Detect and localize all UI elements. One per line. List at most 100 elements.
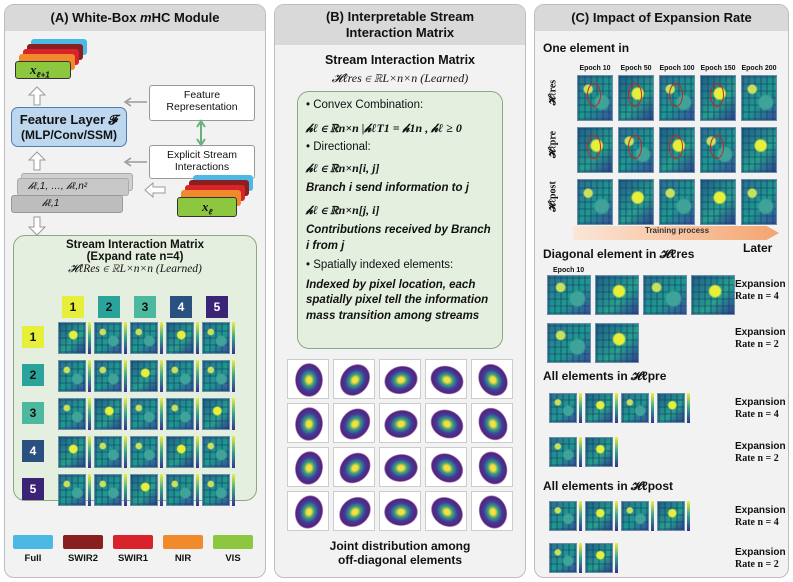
post-thumb — [657, 501, 685, 531]
colorbar — [615, 437, 618, 467]
joint-plot — [333, 357, 377, 403]
colorbar — [232, 322, 235, 354]
matrix-subtitle: (Expand rate n=4) — [86, 251, 184, 263]
evolution-thumb — [659, 179, 695, 225]
colorbar — [160, 474, 163, 506]
panel-a: (A) White-Box mHC Module xℓ+1 Feature La… — [4, 4, 266, 578]
density-blob — [425, 447, 469, 489]
bullet-spatial: • Spatially indexed elements: — [306, 259, 454, 272]
row-header: 3 — [22, 402, 44, 424]
matrix-cell — [166, 322, 194, 354]
training-arrow — [573, 226, 779, 240]
matrix-cell — [94, 474, 122, 506]
expansion-label: Expansion — [735, 547, 786, 558]
colorbar — [615, 501, 618, 531]
rate-label: Rate n = 4 — [735, 409, 779, 420]
colorbar — [124, 398, 127, 430]
h-stack: 𝒽ℓ,1, …, 𝒽ℓ,n² 𝒽ℓ,1 — [11, 173, 136, 221]
matrix-cell — [130, 322, 158, 354]
b-caption: Joint distribution among off-diagonal el… — [329, 539, 471, 567]
colorbar — [232, 398, 235, 430]
map-thumb — [547, 323, 591, 363]
joint-plot — [471, 402, 514, 446]
matrix-cell — [130, 436, 158, 468]
density-blob — [333, 446, 377, 490]
density-blob — [333, 357, 377, 403]
formula-convex: 𝒽ℓ ∈ ℝn×n |𝒽ℓT1 = 𝒽1n , 𝒽ℓ ≥ 0 — [306, 120, 462, 135]
epoch-label: Epoch 100 — [659, 65, 695, 72]
up-arrow-icon-2 — [27, 151, 47, 171]
colorbar — [687, 393, 690, 423]
pre-thumb — [657, 393, 685, 423]
map-thumb — [643, 275, 687, 315]
down-arrow-icon — [27, 216, 47, 236]
matrix-cell — [166, 398, 194, 430]
joint-plot — [379, 359, 422, 399]
epoch-label: Epoch 10 — [579, 65, 611, 72]
rate-label: Rate n = 4 — [735, 517, 779, 528]
later-label: Later — [743, 241, 773, 255]
matrix-cell — [58, 322, 86, 354]
joint-plot — [425, 359, 468, 400]
colorbar — [160, 360, 163, 392]
all-post-title: All elements in 𝓗ℓpost — [543, 479, 674, 493]
expansion-label: Expansion — [735, 327, 786, 338]
rate-label: Rate n = 2 — [735, 339, 779, 350]
epoch-label: Epoch 200 — [741, 65, 777, 72]
matrix-cell — [58, 474, 86, 506]
matrix-cell — [202, 474, 230, 506]
feature-layer-box: Feature Layer 𝓕 (MLP/Conv/SSM) — [11, 107, 127, 147]
colorbar — [196, 322, 199, 354]
density-blob — [293, 405, 325, 443]
colorbar — [124, 322, 127, 354]
row-header: 5 — [22, 478, 44, 500]
colorbar — [579, 393, 582, 423]
density-blob — [472, 402, 514, 446]
band-stack-bottom: xℓ — [173, 175, 259, 225]
colorbar — [124, 474, 127, 506]
highlight-oval — [710, 83, 724, 107]
b-matrix-title: Stream Interaction Matrix — [324, 53, 476, 67]
legend-swatch — [213, 535, 253, 549]
colorbar — [196, 436, 199, 468]
colorbar — [651, 393, 654, 423]
evolution-thumb — [741, 127, 777, 173]
colorbar — [160, 398, 163, 430]
b-matrix-formula: 𝓗ℓres ∈ ℝL×n×n (Learned) — [331, 71, 469, 85]
evolution-thumb — [577, 179, 613, 225]
map-thumb — [547, 275, 591, 315]
matrix-cell — [202, 398, 230, 430]
joint-plot — [379, 403, 421, 443]
epoch-label: Epoch 50 — [620, 65, 652, 72]
highlight-oval — [669, 83, 683, 107]
density-blob — [292, 448, 326, 488]
joint-plot — [332, 490, 378, 534]
matrix-cell — [94, 360, 122, 392]
stream-matrix-box: Stream Interaction Matrix (Expand rate n… — [13, 235, 257, 506]
training-process-label: Training process — [645, 226, 710, 235]
col-header: 5 — [206, 296, 228, 318]
density-blob — [426, 360, 468, 400]
highlight-oval — [587, 83, 601, 107]
legend-swatch — [113, 535, 153, 549]
density-blob — [472, 358, 514, 402]
expansion-label: Expansion — [735, 397, 786, 408]
expansion-label: Expansion — [735, 505, 786, 516]
col-header: 4 — [170, 296, 192, 318]
matrix-cell — [58, 436, 86, 468]
rate-label: Rate n = 4 — [735, 291, 779, 302]
col-header: 1 — [62, 296, 84, 318]
text-indexed: Indexed by pixel location, each spatiall… — [306, 278, 489, 322]
pre-thumb — [549, 393, 577, 423]
density-blob — [380, 361, 422, 399]
joint-plot — [471, 358, 514, 402]
up-arrow-icon — [27, 86, 47, 106]
left-arrow-icon — [144, 181, 166, 199]
bullet-directional: • Directional: — [306, 140, 371, 153]
pre-thumb — [621, 393, 649, 423]
colorbar — [579, 437, 582, 467]
colorbar — [232, 436, 235, 468]
matrix-cell — [94, 322, 122, 354]
panel-b-title: (B) Interpretable Stream Interaction Mat… — [275, 5, 525, 45]
panel-c: (C) Impact of Expansion Rate One element… — [534, 4, 789, 578]
